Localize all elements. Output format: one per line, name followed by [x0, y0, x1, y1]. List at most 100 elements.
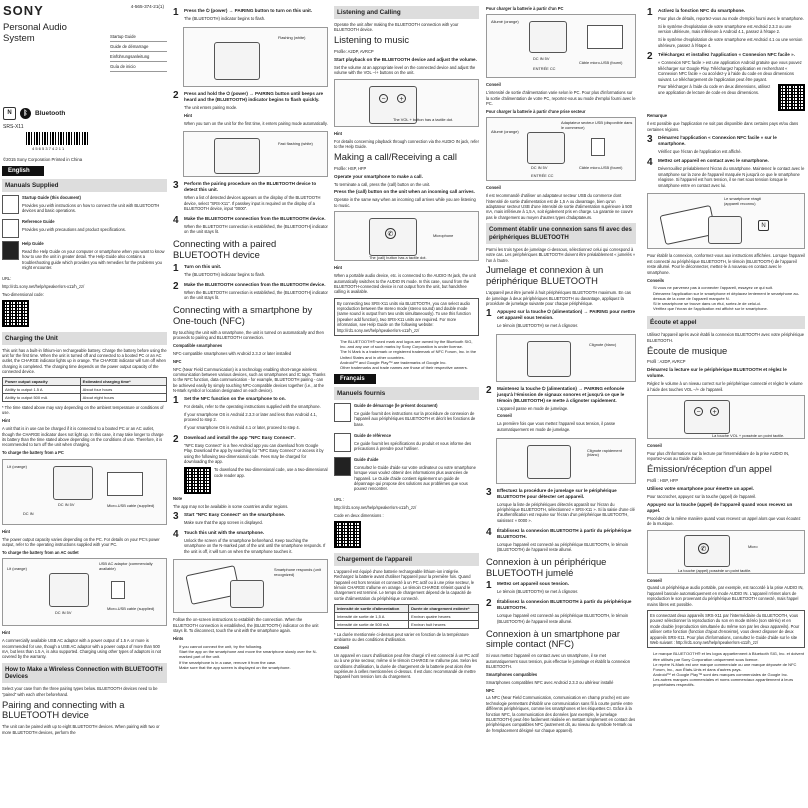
manual-thumbnail [334, 456, 351, 476]
cable-label: Micro-USB cable (supplied) [107, 606, 155, 612]
conseil-text: La première fois que vous mettez l'appar… [497, 421, 616, 432]
nfc-step-4: 4 Touch this unit with the smartphone. U… [173, 529, 328, 557]
qr-code [2, 299, 29, 327]
speaker-illustration [214, 41, 260, 80]
step-text: The unit enters pairing mode. [184, 104, 238, 110]
speaker-illustration [527, 340, 571, 377]
list-item: The BLUETOOTH® word mark and logos are o… [340, 339, 479, 349]
flash-label: Fast flashing (white) [278, 141, 313, 147]
manuals-heading: Manuals Supplied [2, 178, 167, 192]
table-header: Power output capacity [2, 377, 81, 387]
dcin-label: DC IN 5V [55, 610, 72, 616]
fr-table-note: * La durée mentionnée ci-dessus peut var… [334, 631, 469, 643]
conseil-heading: Conseil [647, 577, 662, 583]
conseil-heading: Conseil [647, 443, 662, 449]
manual-startup: Startup Guide (this document) Provides y… [2, 194, 167, 216]
fr-manuals-heading: Manuels fournis [334, 387, 479, 401]
fr-qr-label: Code en deux dimensions : [334, 513, 384, 518]
fr-music-step: Démarrez la lecture sur le périphérique … [647, 367, 787, 379]
manual-thumbnail [2, 219, 19, 239]
fr-music-text: Réglez le volume à un niveau correct sur… [647, 381, 803, 392]
conseil-heading: Conseil [486, 82, 501, 88]
step-text: When the BLUETOOTH connection is establi… [184, 224, 328, 235]
fr-pc-heading: Pour charger la batterie à partir d'un P… [486, 6, 564, 11]
paired-step-1: 1 Turn on this unit. The (BLUETOOTH) ind… [173, 263, 328, 280]
table-header: Intensité de sortie d'alimentation [334, 603, 410, 613]
note-heading: Note [173, 496, 183, 502]
fr-manual-reference: Guide de référence Ce guide fournit les … [334, 432, 479, 454]
help-url[interactable]: http://rd1.sony.net/help/speaker/srs-x11… [2, 283, 85, 289]
fr-manual-startup: Guide de démarrage (le présent document)… [334, 403, 479, 430]
adaptor-icon [591, 138, 605, 157]
dcin-label: DC IN 5V [533, 56, 550, 62]
fr-step2-figure: Clignote rapidement (blanc) [496, 437, 636, 484]
call-btn-label: La touche (appel) possède un point tacti… [678, 567, 752, 573]
conseil-text: Il est recommandé d'utiliser un adaptate… [486, 193, 634, 220]
step-text: Unlock the screen of the smartphone befo… [184, 537, 326, 554]
hint-text: When a portable audio device, etc. is co… [334, 273, 476, 295]
fr-listen-sub: Utilisez l'appareil après avoir établi l… [647, 332, 805, 343]
qr-code [334, 520, 361, 548]
manual-title: Guide de référence [354, 432, 392, 438]
step-title: Établissez la connexion BLUETOOTH à part… [497, 599, 632, 611]
product-line-2: System [3, 32, 35, 44]
fr-ac-heading: Pour charger la batterie à partir d'une … [486, 108, 586, 114]
qr-code [184, 467, 211, 495]
list-item: Other trademarks and trade names are tho… [340, 365, 479, 370]
list-item: Start the app on the smartphone and move… [179, 649, 328, 659]
music-text: Set the volume at an appropriate level o… [334, 64, 476, 76]
dcin-label-2: DC IN [23, 510, 34, 516]
qr-code [778, 84, 805, 112]
fr-nfc-step-3: 3 Démarrez l'application « Connexion NFC… [647, 134, 805, 157]
pc-charge-figure: Lit (orange) DC IN 5V DC IN Micro-USB ca… [2, 458, 167, 525]
hints-heading: Hints [173, 636, 184, 642]
call-button-icon: ✆ [385, 228, 396, 240]
conseil-heading: Conseil [334, 645, 349, 651]
manual-thumbnail [334, 403, 351, 423]
list-item: If the smartphone is in a case, remove i… [179, 660, 328, 665]
step-text: Lorsque l'appareil est connecté au périp… [497, 613, 629, 624]
manual-desc: Provides you with instructions on how to… [22, 202, 160, 214]
fr-paired-heading: Connexion à un périphérique BLUETOOTH ju… [486, 555, 607, 578]
fr-pair-text: L'appareil peut être jumelé à huit périp… [486, 290, 631, 306]
pairing-text: The unit can be paired with up to eight … [2, 724, 160, 735]
vol-label: La touche VOL + possède un point tactile… [712, 433, 785, 439]
list-item: Si le smartphone se trouve dans un étui,… [653, 301, 805, 306]
wireless-text: Select your case from the three pairing … [2, 686, 158, 697]
fr-url-label: URL : [334, 497, 345, 503]
manual-title: Guide de démarrage (le présent document) [354, 403, 438, 409]
language-tab-french: Français [334, 374, 376, 385]
volume-up-icon: + [397, 93, 406, 103]
fr-speaker-add-box: En connectant deux appareils SRS-X11 par… [647, 609, 805, 649]
volume-figure: − + The VOL + button has a tactile dot. [334, 78, 479, 127]
step-text: L'appareil passe en mode de jumelage. [497, 405, 569, 411]
speaker-illustration [684, 400, 730, 435]
flash-label: Clignote rapidement (blanc) [587, 447, 622, 458]
list-item: Make sure that the app screen is display… [179, 665, 328, 670]
vol-label: The VOL + button has a tactile dot. [393, 116, 454, 122]
list-item: The N Mark is a trademark or registered … [340, 349, 479, 359]
ac-hint-text: A commercially available USB AC adaptor … [2, 638, 162, 660]
mic-label: Micro [748, 543, 758, 549]
column-cover-english: 4-565-374-21(1) SONY Personal Audio Syst… [2, 0, 167, 808]
table-header: Durée de chargement estimée* [408, 603, 479, 613]
call-step-text: To terminate a call, press the (call) bu… [334, 181, 431, 187]
conseil-text: L'intensité de sortie d'alimentation var… [486, 90, 636, 107]
listen-sub: Operate the unit after making the BLUETO… [334, 22, 459, 33]
step-bullet: Si le système d'exploitation de votre sm… [658, 37, 803, 48]
receive-step: Press the (call) button on the unit when… [334, 189, 475, 195]
fr-help-url[interactable]: http://rd1.sony.net/help/speaker/srs-x11… [334, 505, 417, 511]
step-text: Le témoin (BLUETOOTH) se met à clignoter… [497, 322, 579, 328]
step-title: Make the BLUETOOTH connection from the B… [184, 216, 326, 222]
fr-nfc-step-2: 2 Téléchargez et installez l'application… [647, 52, 805, 112]
step-title: Démarrez l'application « Connexion NFC f… [658, 134, 777, 146]
manual-help: Help Guide Read the Help Guide on your c… [2, 241, 167, 273]
manual-desc: Consultez le Guide d'aide sur votre ordi… [354, 464, 476, 492]
step-text: « Connexion NFC facile » est une applica… [658, 60, 802, 82]
fr-pair-step-3: 3 Effectuez la procédure de jumelage sur… [486, 486, 635, 523]
nfc-intro: By touching the unit with a smartphone, … [173, 329, 324, 341]
call-profile: Profile: HSP, HFP [334, 165, 367, 171]
